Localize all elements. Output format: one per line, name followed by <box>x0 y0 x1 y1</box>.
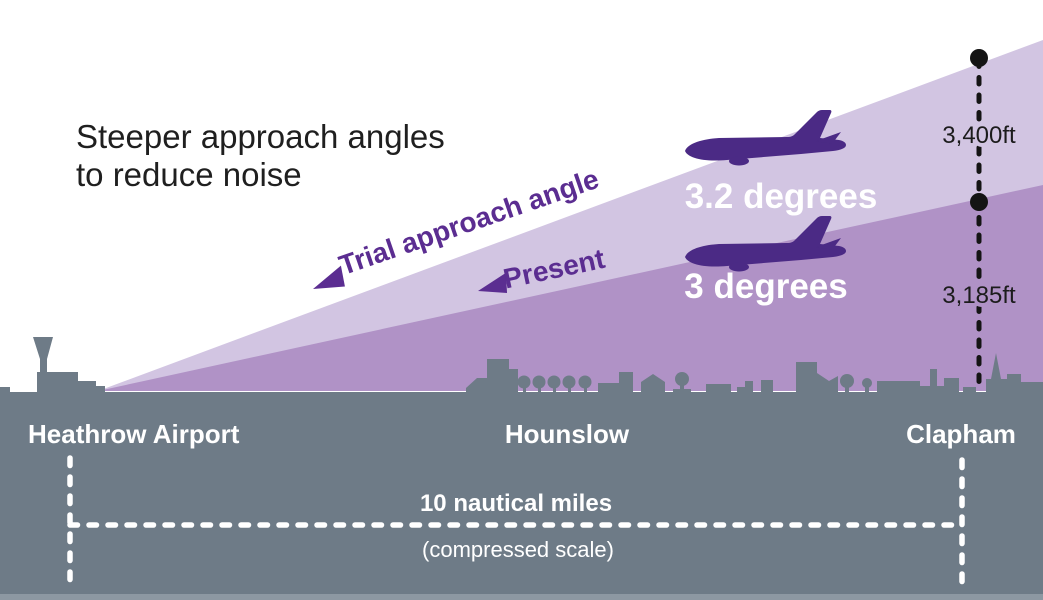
present-arrow-icon <box>478 272 508 294</box>
tree-icon <box>562 375 576 389</box>
present-altitude-dot <box>970 193 988 211</box>
hounslow-silhouette <box>466 359 731 393</box>
present-angle-value: 3 degrees <box>684 267 847 306</box>
trial-arrow-icon <box>313 265 345 289</box>
trial-altitude-dot <box>970 49 988 67</box>
present-altitude-value: 3,185ft <box>942 282 1016 309</box>
heathrow-label: Heathrow Airport <box>28 419 240 449</box>
distance-label: 10 nautical miles <box>420 490 612 517</box>
trial-altitude-value: 3,400ft <box>942 122 1016 149</box>
ground-edge-strip <box>0 594 1043 600</box>
clapham-label: Clapham <box>906 419 1016 449</box>
ground <box>0 392 1043 594</box>
tree-icon <box>547 375 561 389</box>
hounslow-label: Hounslow <box>505 419 630 449</box>
tree-icon <box>578 375 592 389</box>
tree-icon <box>517 375 531 389</box>
scale-note-label: (compressed scale) <box>422 537 614 562</box>
tree-icon <box>862 378 872 388</box>
airport-silhouette <box>0 337 105 393</box>
city-skyline <box>0 337 1043 393</box>
page-title-line2: to reduce noise <box>76 156 302 193</box>
page-title-line1: Steeper approach angles <box>76 118 445 155</box>
tree-icon <box>840 374 854 388</box>
clapham-silhouette <box>737 353 1043 393</box>
tree-icon <box>532 375 546 389</box>
tree-icon <box>675 372 689 386</box>
trial-angle-value: 3.2 degrees <box>685 177 878 216</box>
